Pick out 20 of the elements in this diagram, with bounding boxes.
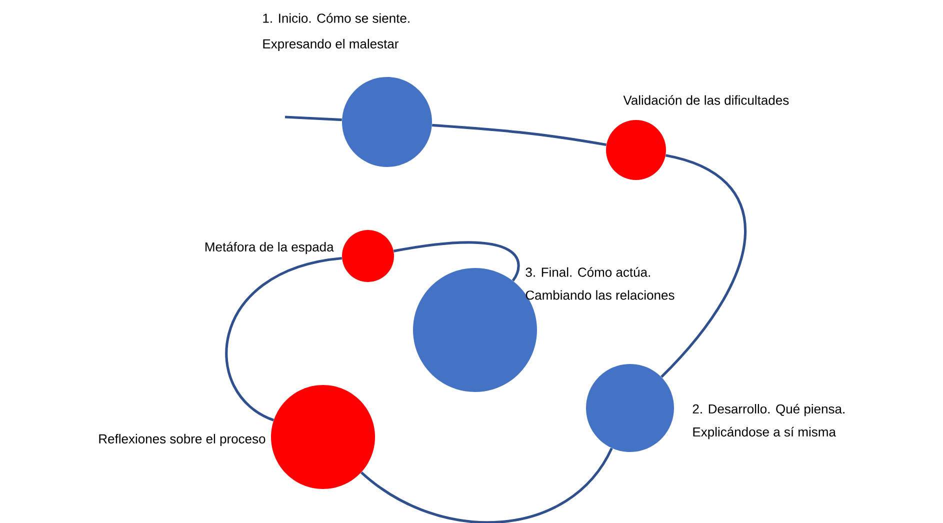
node-caption: 3. Final. Cómo actúa. bbox=[526, 267, 650, 277]
node-caption: Reflexiones sobre el proceso bbox=[99, 434, 266, 446]
node-caption: Expresando el malestar bbox=[263, 38, 399, 52]
node-caption: Validación de las dificultades bbox=[623, 95, 789, 105]
curved-line bbox=[394, 241, 520, 282]
circle-marker bbox=[271, 385, 375, 489]
circle-marker bbox=[606, 120, 666, 180]
curved-line bbox=[660, 154, 747, 378]
circle-marker bbox=[586, 364, 674, 452]
node-caption: Metáfora de la espada bbox=[206, 242, 334, 254]
curved-line bbox=[284, 116, 342, 122]
curved-line bbox=[225, 256, 342, 422]
curved-line bbox=[360, 448, 613, 523]
circle-marker bbox=[342, 230, 394, 282]
node-caption: Cambiando las relaciones bbox=[526, 290, 674, 300]
node-caption: 2. Desarrollo. Qué piensa. bbox=[692, 404, 844, 416]
curved-line bbox=[432, 124, 606, 146]
node-caption: Explicándose a sí misma bbox=[693, 426, 836, 440]
node-caption: 1. Inicio. Cómo se siente. bbox=[263, 13, 410, 23]
circle-marker bbox=[342, 77, 432, 167]
